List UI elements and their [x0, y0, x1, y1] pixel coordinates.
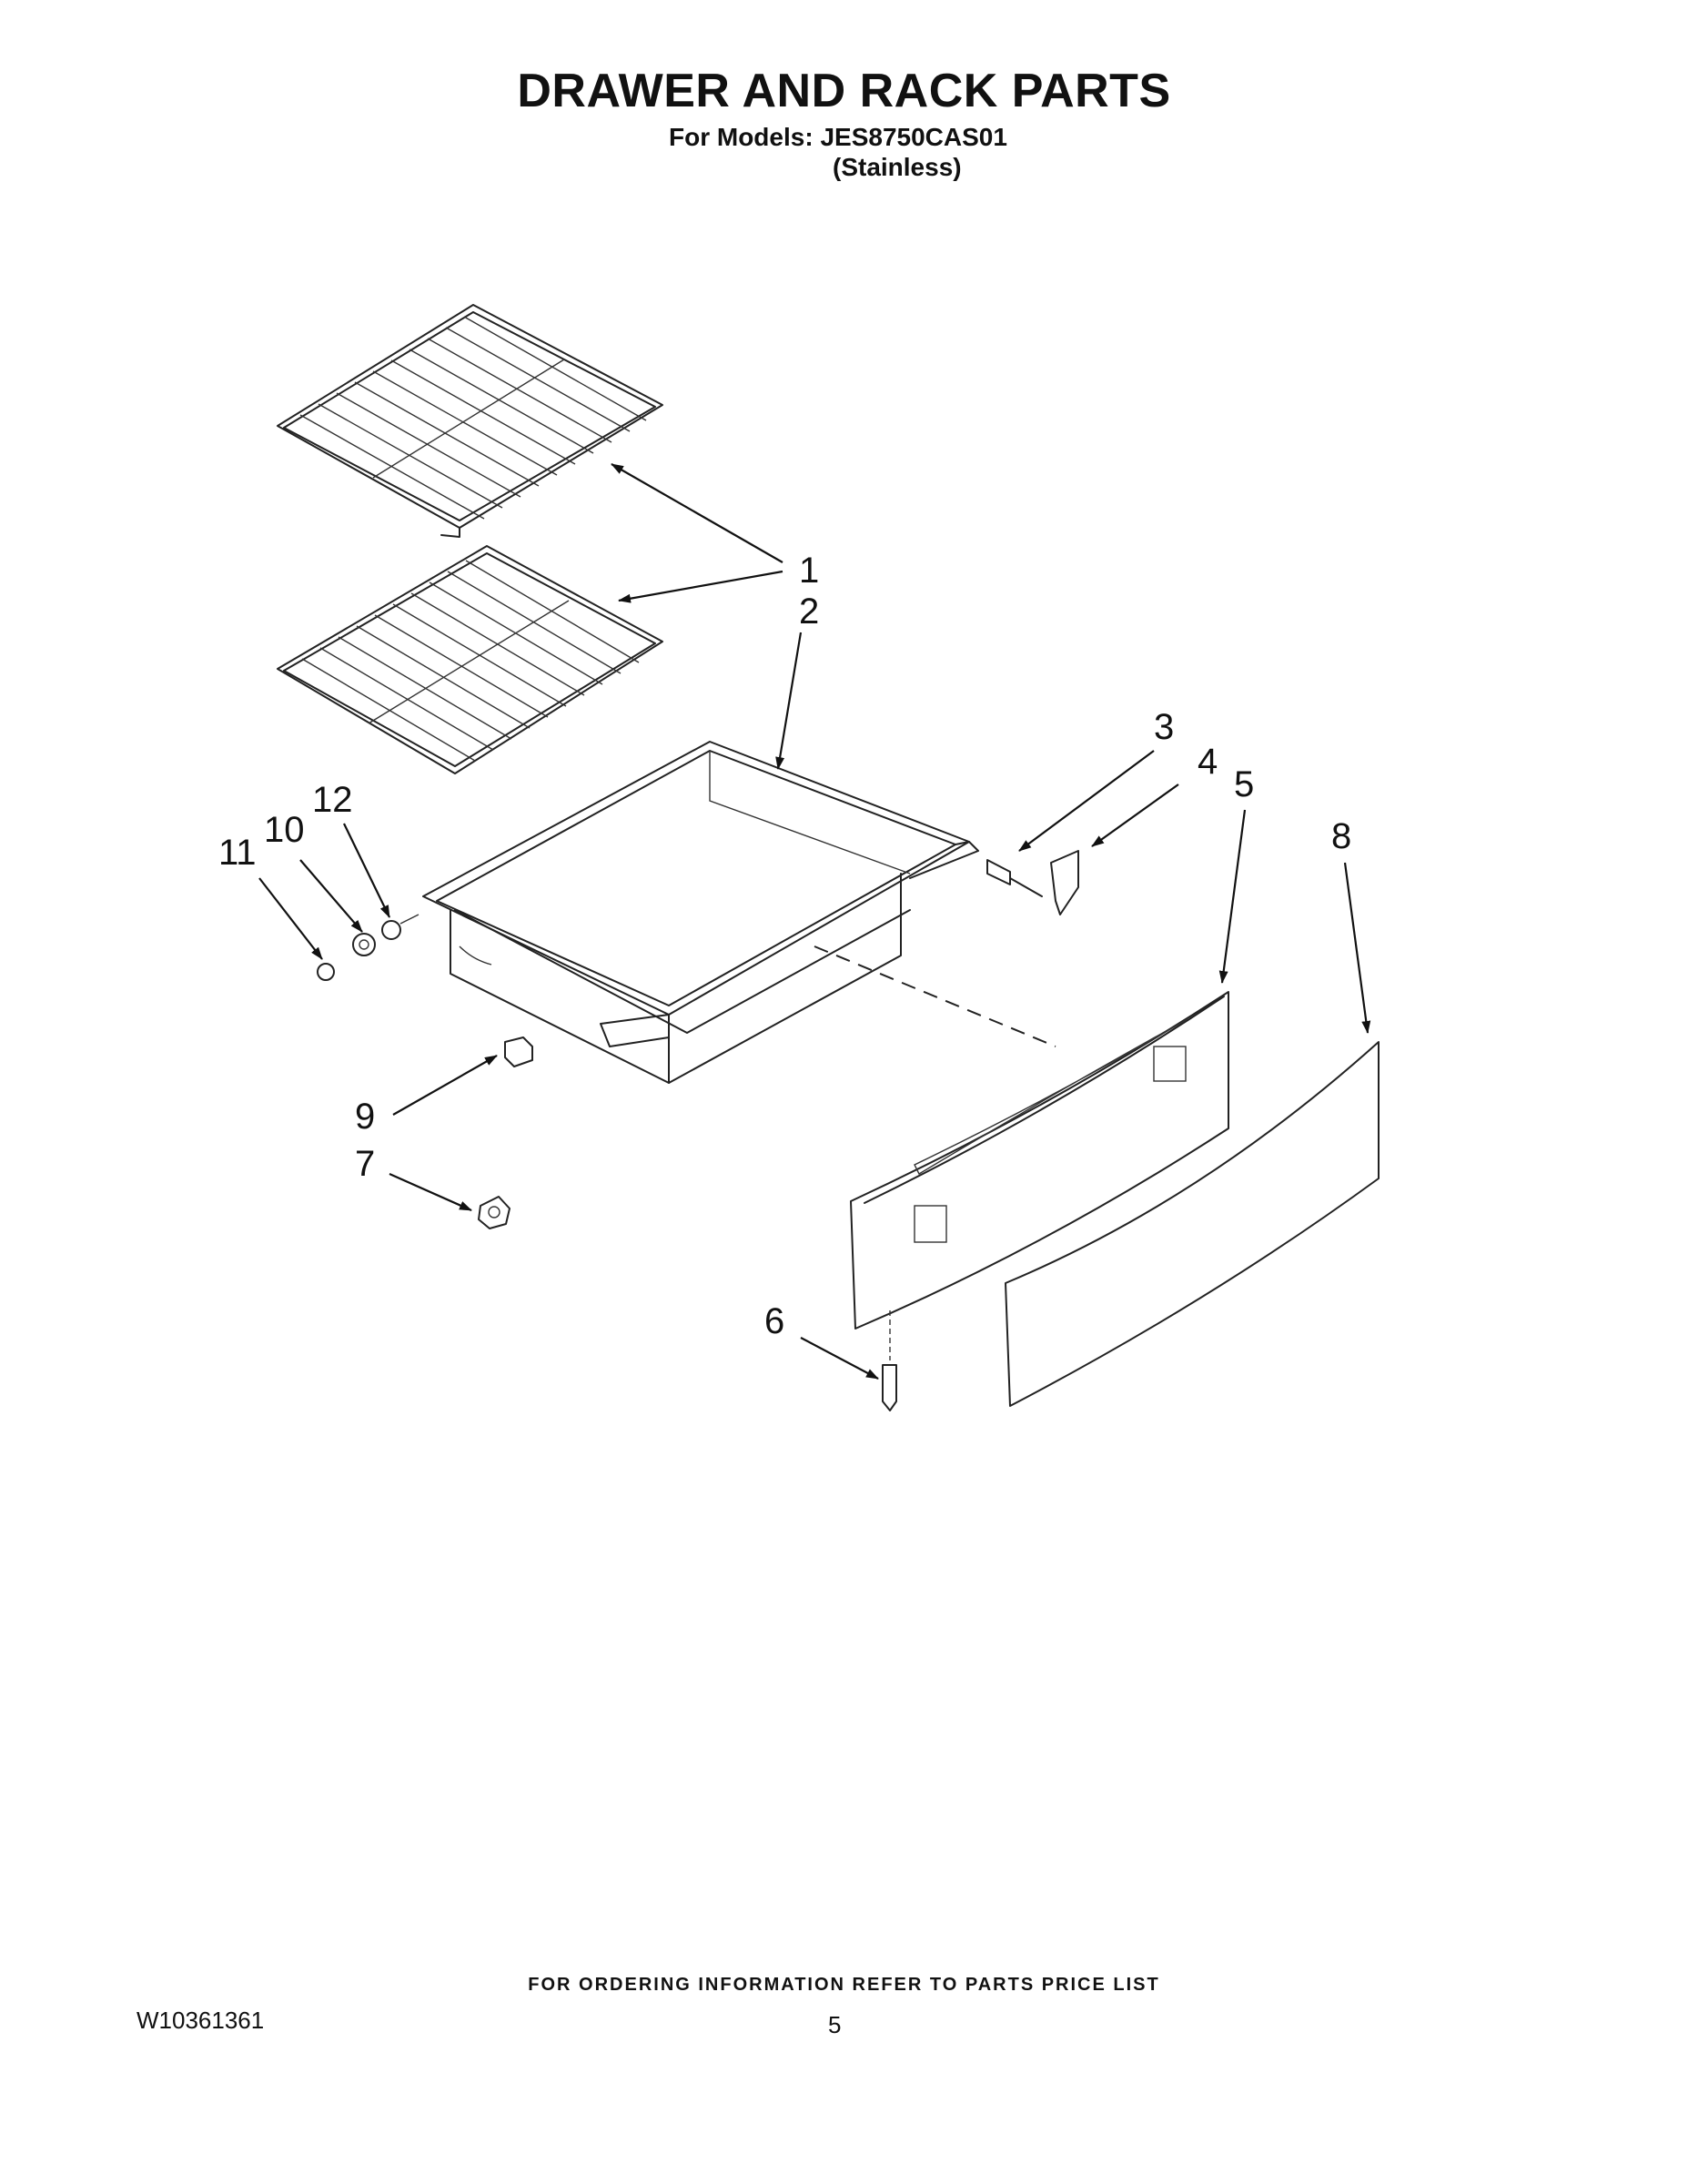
page-number: 5 [828, 2011, 842, 2038]
models-line: For Models: JES8750CAS01 [669, 123, 1007, 151]
assembly-guide-line [814, 945, 1056, 1047]
callout-12: 12 [312, 780, 353, 820]
callout-8: 8 [1331, 816, 1351, 856]
drawer-pan [422, 741, 979, 1084]
callout-5: 5 [1234, 764, 1254, 804]
oven-rack-lower [277, 545, 663, 774]
callout-10: 10 [264, 810, 305, 850]
callout-3: 3 [1154, 707, 1174, 747]
screw-part-3 [986, 859, 1043, 897]
callout-2: 2 [799, 592, 819, 632]
drawer-front-trim [1005, 1041, 1380, 1407]
roller-assembly-10-11-12 [317, 914, 419, 981]
callout-4: 4 [1198, 742, 1218, 782]
page-title: DRAWER AND RACK PARTS [517, 65, 1171, 117]
document-number: W10361361 [136, 2007, 265, 2034]
variant-line: (Stainless) [833, 153, 962, 181]
callout-1: 1 [799, 551, 819, 591]
callout-9: 9 [355, 1097, 375, 1137]
ordering-note: FOR ORDERING INFORMATION REFER TO PARTS … [528, 1975, 1160, 1995]
bumper-part-9 [504, 1036, 533, 1067]
callout-numbers: 1 2 3 4 5 8 12 10 11 9 7 6 [218, 551, 1351, 1341]
callout-11: 11 [218, 833, 257, 873]
leader-lines [258, 463, 1371, 1380]
screw-part-6 [882, 1310, 897, 1411]
bracket-part-4 [1050, 850, 1079, 915]
callout-6: 6 [764, 1301, 784, 1341]
callout-7: 7 [355, 1144, 375, 1184]
oven-rack-upper [277, 304, 663, 538]
nut-part-7 [478, 1196, 510, 1229]
drawer-front-panel [850, 991, 1229, 1330]
